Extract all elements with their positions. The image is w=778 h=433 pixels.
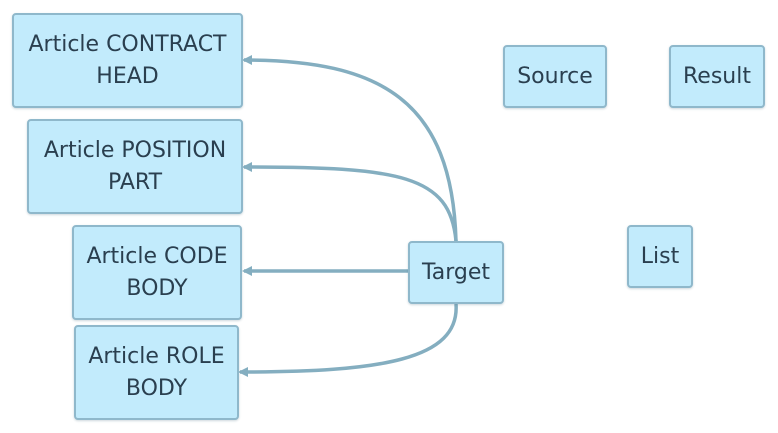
node-result[interactable]: Result [669,45,765,108]
node-article-contract-head[interactable]: Article CONTRACT HEAD [12,13,243,108]
node-article-role-body[interactable]: Article ROLE BODY [74,325,239,420]
node-label-line: PART [107,169,163,195]
node-label: Article ROLE BODY [88,341,224,405]
node-label: Article POSITION PART [44,135,226,199]
node-label: Source [517,63,593,89]
node-article-position-part[interactable]: Article POSITION PART [27,119,243,214]
node-label-line: Article POSITION [43,137,227,163]
edge-target-to-role [238,303,458,377]
node-label-line: HEAD [96,63,159,89]
node-article-code-body[interactable]: Article CODE BODY [72,225,242,320]
node-label: Target [421,259,491,285]
node-label: Result [683,63,751,89]
edge-target-to-contract [242,55,458,242]
node-label: List [640,243,680,269]
node-label-line: BODY [126,275,188,301]
node-source[interactable]: Source [503,45,607,108]
node-list[interactable]: List [627,225,693,288]
node-target[interactable]: Target [408,241,504,304]
node-label: Article CODE BODY [86,241,227,305]
node-label-line: Article CONTRACT [28,31,227,57]
node-label: Article CONTRACT HEAD [29,29,227,93]
node-label-line: Article CODE [86,243,228,269]
node-label-line: BODY [125,375,188,401]
edge-target-to-position [242,162,458,242]
node-label-line: Article ROLE [88,343,225,369]
